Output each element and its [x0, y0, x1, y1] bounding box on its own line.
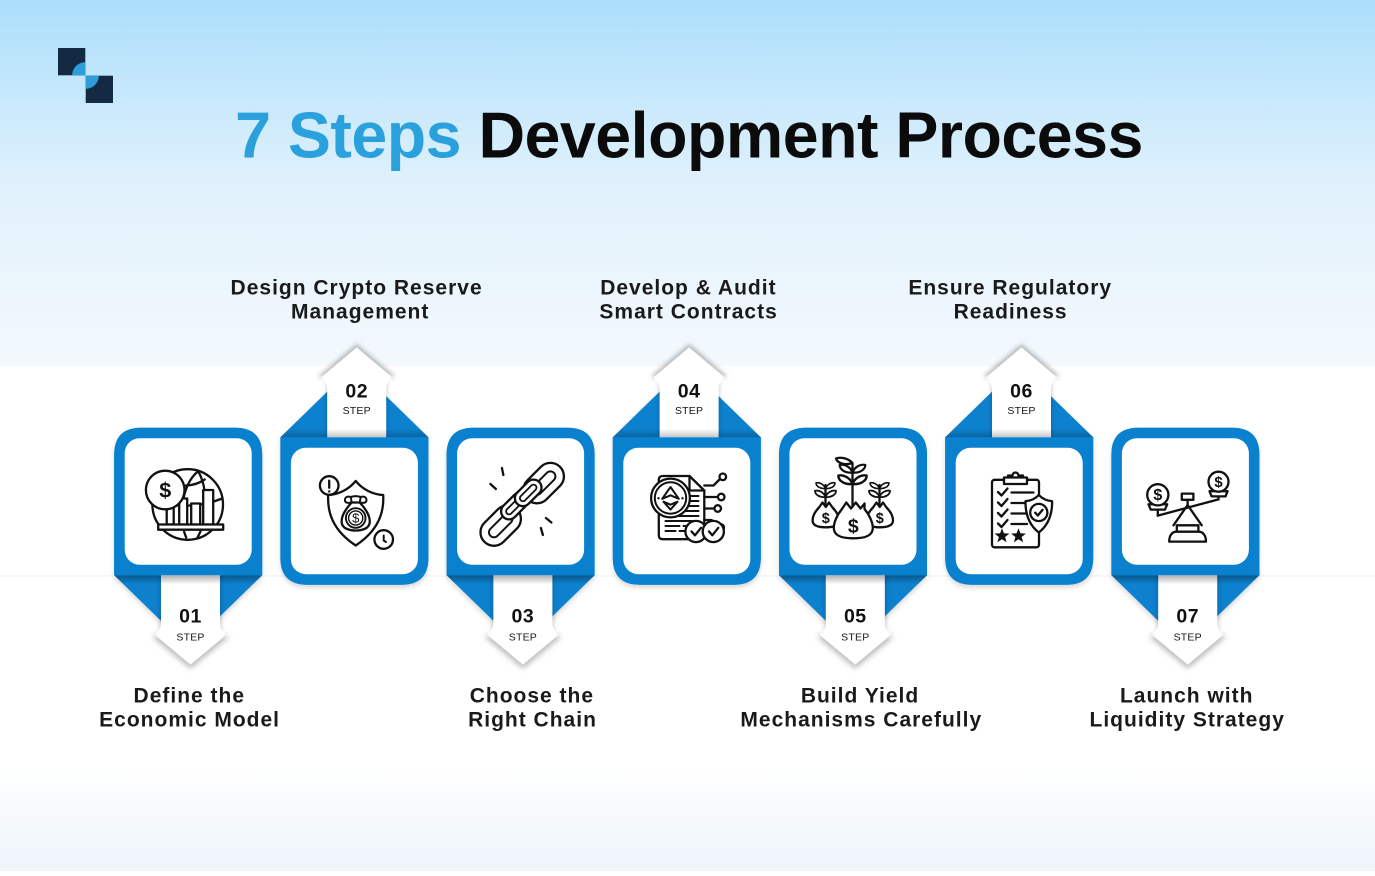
svg-text:STEP: STEP — [675, 405, 703, 417]
svg-text:01: 01 — [179, 606, 202, 628]
svg-text:STEP: STEP — [841, 632, 869, 644]
svg-text:02: 02 — [345, 381, 368, 403]
svg-text:$: $ — [1214, 474, 1223, 491]
svg-text:04: 04 — [678, 381, 701, 403]
svg-text:Choose the: Choose the — [470, 685, 594, 708]
svg-text:$: $ — [352, 511, 360, 526]
svg-text:Design Crypto Reserve: Design Crypto Reserve — [231, 277, 483, 300]
svg-text:06: 06 — [1010, 381, 1033, 403]
svg-text:Management: Management — [291, 301, 429, 324]
svg-text:STEP: STEP — [176, 632, 204, 644]
svg-text:Launch with: Launch with — [1120, 685, 1254, 708]
svg-text:Ensure Regulatory: Ensure Regulatory — [908, 277, 1112, 300]
svg-text:$: $ — [159, 479, 171, 503]
svg-text:STEP: STEP — [509, 632, 537, 644]
svg-text:Right Chain: Right Chain — [468, 709, 597, 732]
svg-text:05: 05 — [844, 606, 867, 628]
svg-text:STEP: STEP — [1174, 632, 1202, 644]
svg-text:$: $ — [1153, 487, 1162, 504]
svg-text:STEP: STEP — [1007, 405, 1035, 417]
svg-text:Readiness: Readiness — [954, 301, 1068, 324]
svg-text:Smart Contracts: Smart Contracts — [599, 301, 777, 324]
svg-text:Mechanisms Carefully: Mechanisms Carefully — [740, 709, 982, 732]
svg-text:Develop & Audit: Develop & Audit — [600, 277, 776, 300]
svg-text:07: 07 — [1176, 606, 1199, 628]
svg-text:$: $ — [822, 511, 830, 527]
svg-text:Build Yield: Build Yield — [801, 685, 919, 708]
svg-text:$: $ — [876, 511, 884, 527]
svg-text:STEP: STEP — [343, 405, 371, 417]
svg-text:03: 03 — [512, 606, 535, 628]
svg-text:Define the: Define the — [134, 685, 246, 708]
svg-text:Economic Model: Economic Model — [99, 709, 280, 732]
svg-text:$: $ — [848, 516, 859, 538]
svg-text:Liquidity Strategy: Liquidity Strategy — [1090, 709, 1285, 732]
svg-text:7 Steps Development Process: 7 Steps Development Process — [235, 100, 1143, 172]
